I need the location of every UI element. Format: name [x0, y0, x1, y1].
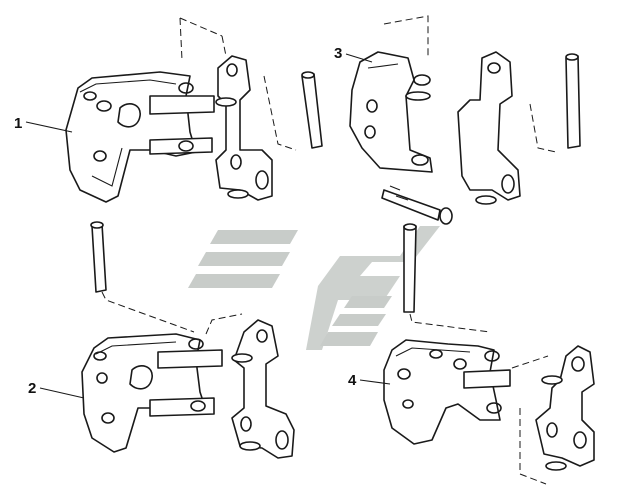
- part-label-4: 4: [348, 372, 357, 389]
- part-label-2: 2: [28, 380, 36, 397]
- part-label-3: 3: [334, 45, 342, 62]
- watermark-logo: [188, 226, 440, 350]
- callout-3: 3: [334, 45, 373, 63]
- callout-2: 2: [28, 380, 85, 399]
- hinge-part-2: [81, 221, 295, 459]
- callout-4: 4: [348, 372, 391, 389]
- callout-1: 1: [14, 115, 73, 133]
- hinge-part-3: [349, 15, 581, 225]
- hinge-part-4: [383, 223, 595, 485]
- hinge-part-1: [65, 17, 323, 203]
- part-label-1: 1: [14, 115, 22, 132]
